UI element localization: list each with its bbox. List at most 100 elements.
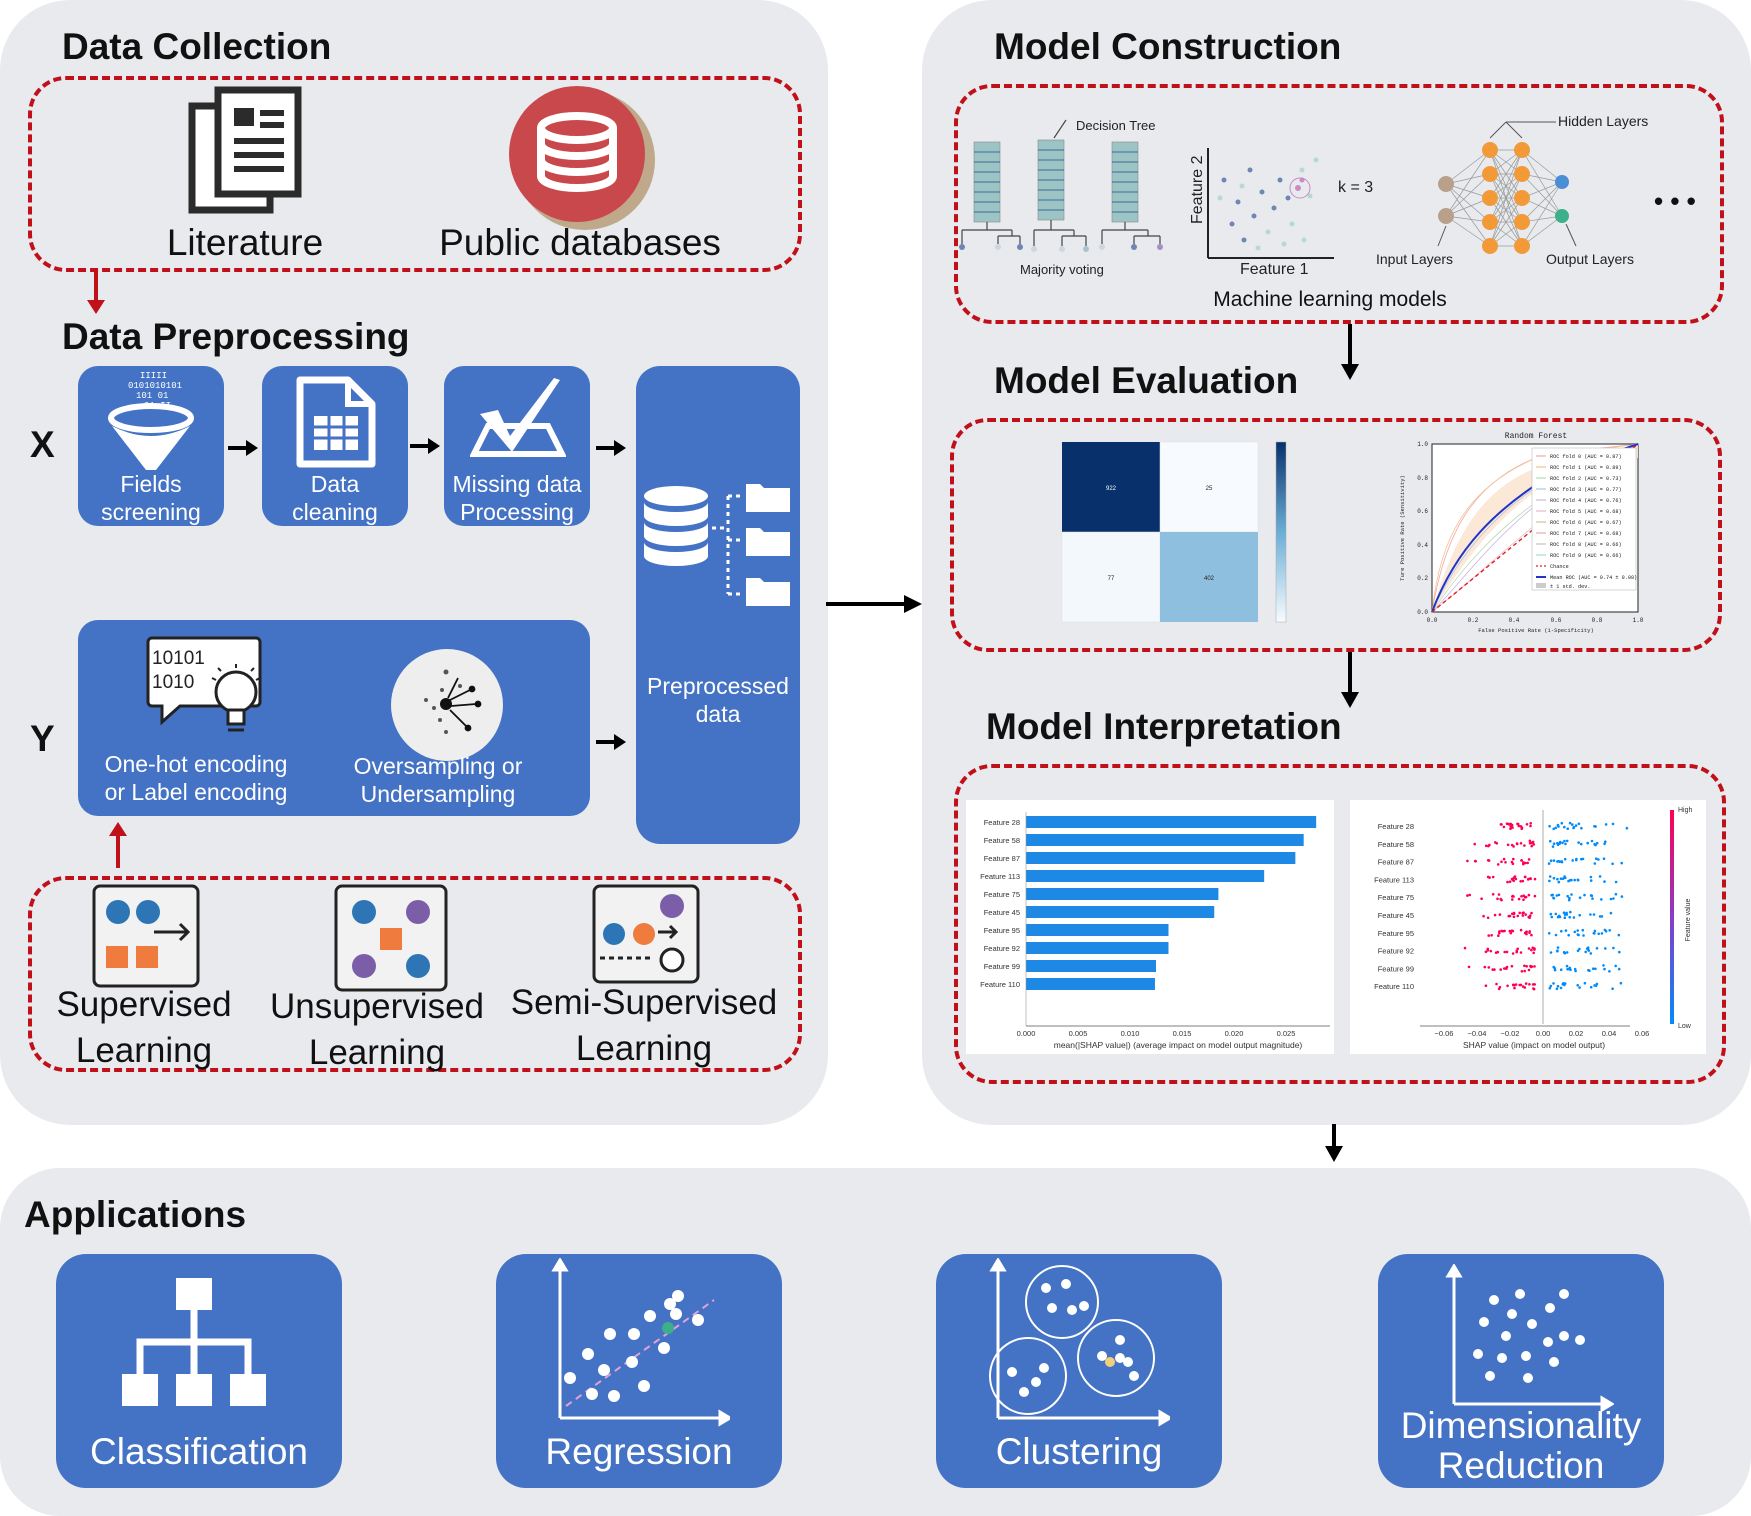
literature-label: Literature bbox=[166, 222, 324, 263]
shap-swarm-point bbox=[1530, 933, 1533, 937]
shap-swarm-point bbox=[1505, 950, 1509, 954]
shap-swarm-point bbox=[1576, 933, 1580, 936]
shap-swarm-point bbox=[1576, 949, 1580, 953]
shap-swarm-point bbox=[1589, 879, 1593, 882]
shap-swarm-point bbox=[1463, 946, 1467, 950]
shap-swarm-point bbox=[1512, 912, 1516, 915]
data-preprocessing-title: Data Preprocessing bbox=[62, 316, 410, 357]
shap-swarm-point bbox=[1519, 928, 1523, 932]
roc-legend-4: ROC fold 4 (AUC = 0.76) bbox=[1550, 498, 1622, 504]
roc-legend-1: ROC fold 1 (AUC = 0.89) bbox=[1550, 465, 1622, 471]
shap-swarm-point bbox=[1569, 910, 1572, 914]
public-databases-label: Public databases bbox=[439, 222, 721, 263]
shap-swarm-point bbox=[1519, 951, 1523, 954]
shap-swarm-point bbox=[1522, 894, 1525, 897]
shap-swarm-point bbox=[1525, 965, 1528, 968]
roc-ytick-2: 0.4 bbox=[1417, 542, 1428, 549]
shap-swarm-point bbox=[1590, 839, 1594, 843]
shap-swarm-point bbox=[1611, 822, 1615, 826]
shap-bar-label: Feature 58 bbox=[984, 836, 1020, 845]
shap-swarm-point bbox=[1555, 987, 1559, 991]
database-icon bbox=[509, 86, 655, 230]
input-layers-label: Input Layers bbox=[1376, 251, 1453, 267]
arrow-evaluation-to-interpretation bbox=[1341, 652, 1359, 708]
shap-swarm-point bbox=[1549, 839, 1552, 843]
shap-swarm-point bbox=[1508, 823, 1511, 826]
bar-xtick-4: 0.020 bbox=[1225, 1029, 1244, 1038]
ml-models-caption: Machine learning models bbox=[1213, 288, 1447, 311]
shap-swarm-point bbox=[1483, 965, 1487, 969]
shap-swarm-point bbox=[1562, 911, 1566, 914]
bar-xtick-1: 0.005 bbox=[1069, 1029, 1088, 1038]
arrow-learning-to-encoding bbox=[109, 822, 127, 868]
shap-swarm-point bbox=[1548, 986, 1552, 990]
shap-swarm-point bbox=[1556, 841, 1559, 845]
shap-swarm-point bbox=[1516, 822, 1519, 826]
svg-text:101 01: 101 01 bbox=[136, 391, 168, 401]
shap-swarm-point bbox=[1512, 895, 1515, 898]
shap-swarm-point bbox=[1491, 893, 1495, 896]
shap-swarm-point bbox=[1560, 929, 1563, 933]
shap-swarm-point bbox=[1512, 983, 1515, 987]
shap-swarm-point bbox=[1548, 875, 1552, 878]
sampling-icon bbox=[391, 649, 503, 761]
unsupervised-icon bbox=[334, 884, 448, 992]
shap-swarm-point bbox=[1563, 825, 1566, 829]
shap-swarm-point bbox=[1531, 840, 1535, 844]
roc-ytick-3: 0.6 bbox=[1417, 508, 1428, 515]
shap-swarm-point bbox=[1510, 823, 1514, 827]
shap-xtick-5: 0.04 bbox=[1602, 1029, 1617, 1038]
shap-bar bbox=[1026, 924, 1169, 936]
shap-swarm-point bbox=[1520, 827, 1523, 830]
shap-swarm-point bbox=[1608, 929, 1611, 932]
shap-swarm-point bbox=[1528, 839, 1532, 843]
shap-bar-label: Feature 92 bbox=[984, 944, 1020, 953]
shap-swarm-point bbox=[1614, 964, 1617, 968]
roc-legend-std: ± 1 std. dev. bbox=[1550, 584, 1590, 590]
shap-swarm-point bbox=[1527, 968, 1531, 972]
shap-swarm-point bbox=[1611, 987, 1614, 990]
majority-voting-label: Majority voting bbox=[1020, 262, 1104, 277]
shap-swarm-point bbox=[1582, 934, 1585, 937]
low-label: Low bbox=[1678, 1023, 1692, 1030]
feature2-label: Feature 2 bbox=[1189, 155, 1206, 224]
shap-swarm-point bbox=[1486, 949, 1490, 952]
shap-swarm-point bbox=[1532, 987, 1535, 990]
shap-swarm-point bbox=[1618, 950, 1621, 954]
shap-swarm-point bbox=[1527, 915, 1530, 919]
shap-swarm-point bbox=[1557, 880, 1561, 884]
shap-swarm-point bbox=[1584, 950, 1587, 954]
shap-swarm-point bbox=[1509, 827, 1512, 831]
shap-swarm-label: Feature 95 bbox=[1378, 929, 1414, 938]
shap-swarm-point bbox=[1530, 911, 1533, 915]
bar-xtick-3: 0.015 bbox=[1173, 1029, 1192, 1038]
shap-swarm-point bbox=[1512, 915, 1516, 919]
shap-bar bbox=[1026, 852, 1296, 864]
shap-swarm-point bbox=[1528, 841, 1532, 845]
shap-swarm-point bbox=[1586, 841, 1589, 845]
data-collection-title: Data Collection bbox=[62, 26, 332, 67]
shap-swarm-point bbox=[1497, 934, 1500, 937]
shap-swarm-point bbox=[1563, 839, 1566, 843]
shap-swarm-point bbox=[1556, 946, 1560, 949]
clustering-label: Clustering bbox=[995, 1431, 1163, 1472]
shap-swarm-point bbox=[1572, 825, 1576, 829]
shap-swarm-label: Feature 28 bbox=[1378, 822, 1414, 831]
shap-swarm-point bbox=[1547, 932, 1551, 935]
shap-swarm-point bbox=[1497, 893, 1501, 896]
shap-swarm-point bbox=[1518, 983, 1521, 987]
learning-box bbox=[28, 876, 802, 1072]
shap-xtick-4: 0.02 bbox=[1569, 1029, 1584, 1038]
shap-swarm-point bbox=[1550, 915, 1554, 919]
y-label: Y bbox=[30, 718, 55, 759]
shap-swarm-point bbox=[1520, 859, 1523, 862]
bar-xlabel: mean(|SHAP value|) (average impact on mo… bbox=[1054, 1040, 1303, 1050]
shap-swarm-point bbox=[1509, 931, 1513, 935]
shap-swarm-point bbox=[1578, 913, 1581, 917]
shap-swarm-point bbox=[1486, 916, 1490, 920]
shap-swarm-label: Feature 58 bbox=[1378, 840, 1414, 849]
roc-xtick-0: 0.0 bbox=[1427, 617, 1438, 624]
roc-ytick-4: 0.8 bbox=[1417, 475, 1428, 482]
arrow-x-1 bbox=[228, 440, 258, 456]
shap-swarm-point bbox=[1521, 879, 1525, 883]
